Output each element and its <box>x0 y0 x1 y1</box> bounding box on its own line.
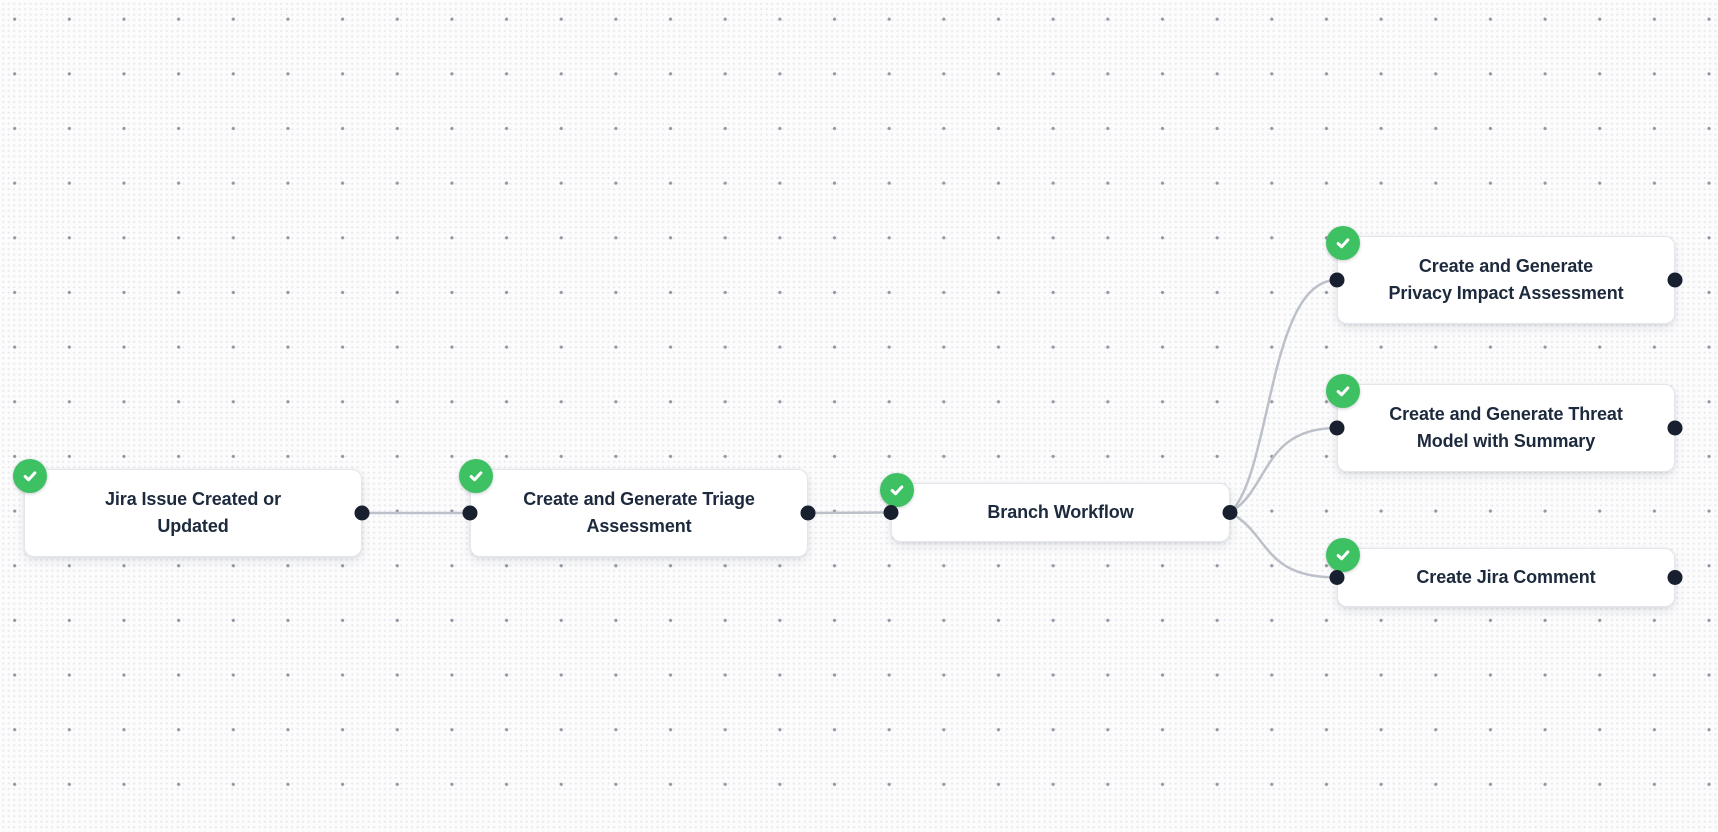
node-triage-assessment[interactable]: Create and Generate Triage Assessment <box>459 459 808 557</box>
port-output-privacy-impact[interactable] <box>1667 272 1683 288</box>
check-icon <box>1333 381 1353 401</box>
port-output-jira-comment[interactable] <box>1667 570 1683 585</box>
port-input-privacy-impact[interactable] <box>1329 272 1345 288</box>
status-badge <box>880 473 914 507</box>
port-output-branch-workflow[interactable] <box>1222 505 1238 520</box>
node-threat-model[interactable]: Create and Generate Threat Model with Su… <box>1326 374 1675 472</box>
port-input-branch-workflow[interactable] <box>883 505 899 520</box>
port-input-triage-assessment[interactable] <box>462 505 478 521</box>
node-label: Create and Generate Threat Model with Su… <box>1389 404 1623 451</box>
node-jira-trigger[interactable]: Jira Issue Created or Updated <box>13 459 362 557</box>
node-label: Create Jira Comment <box>1416 567 1596 587</box>
check-icon <box>887 480 907 500</box>
status-badge <box>459 459 493 493</box>
check-icon <box>1333 545 1353 565</box>
port-input-threat-model[interactable] <box>1329 420 1345 436</box>
status-badge <box>1326 226 1360 260</box>
status-badge <box>13 459 47 493</box>
node-label: Create and Generate Triage Assessment <box>523 489 755 536</box>
check-icon <box>20 466 40 486</box>
edge-branch-to-threat[interactable] <box>1228 426 1339 514</box>
node-label: Branch Workflow <box>987 502 1134 522</box>
node-jira-comment[interactable]: Create Jira Comment <box>1326 538 1675 607</box>
edge-branch-to-comment[interactable] <box>1228 511 1339 579</box>
node-privacy-impact[interactable]: Create and Generate Privacy Impact Asses… <box>1326 226 1675 324</box>
check-icon <box>1333 233 1353 253</box>
port-output-jira-trigger[interactable] <box>354 505 370 521</box>
edge-triage-to-branch[interactable] <box>806 511 893 515</box>
node-label: Jira Issue Created or Updated <box>105 489 281 536</box>
node-branch-workflow[interactable]: Branch Workflow <box>880 473 1230 542</box>
check-icon <box>466 466 486 486</box>
port-output-threat-model[interactable] <box>1667 420 1683 436</box>
status-badge <box>1326 374 1360 408</box>
status-badge <box>1326 538 1360 572</box>
port-output-triage-assessment[interactable] <box>800 505 816 521</box>
edge-branch-to-privacy[interactable] <box>1228 278 1339 514</box>
port-input-jira-comment[interactable] <box>1329 570 1345 585</box>
node-label: Create and Generate Privacy Impact Asses… <box>1388 256 1624 303</box>
